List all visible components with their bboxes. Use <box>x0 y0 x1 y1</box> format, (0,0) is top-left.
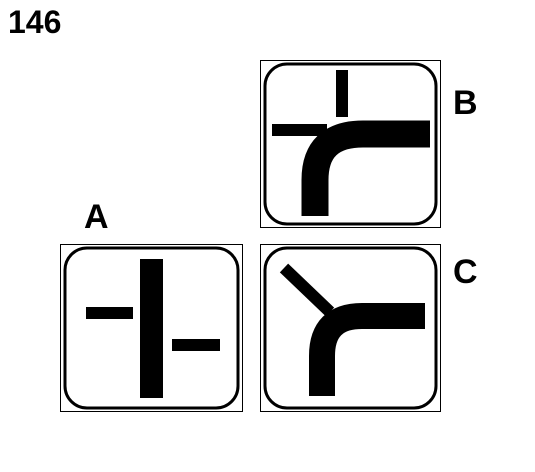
side-road-left <box>272 124 327 136</box>
main-road-bend <box>301 120 430 216</box>
main-road <box>140 259 163 398</box>
side-road-up <box>336 70 348 117</box>
sign-b-priority-bend-crossroad[interactable] <box>260 60 441 228</box>
sign-a-crossroad-staggered[interactable] <box>60 244 243 412</box>
question-number: 146 <box>8 4 62 40</box>
option-letter-b: B <box>453 84 478 122</box>
option-letter-c: C <box>453 253 478 291</box>
side-road-right <box>172 339 220 351</box>
option-letter-a: A <box>84 198 109 236</box>
side-road-left <box>86 307 133 319</box>
sign-c-priority-bend-diagonal[interactable] <box>260 244 441 412</box>
main-road-bend <box>309 303 425 396</box>
side-road-diagonal <box>279 263 335 317</box>
